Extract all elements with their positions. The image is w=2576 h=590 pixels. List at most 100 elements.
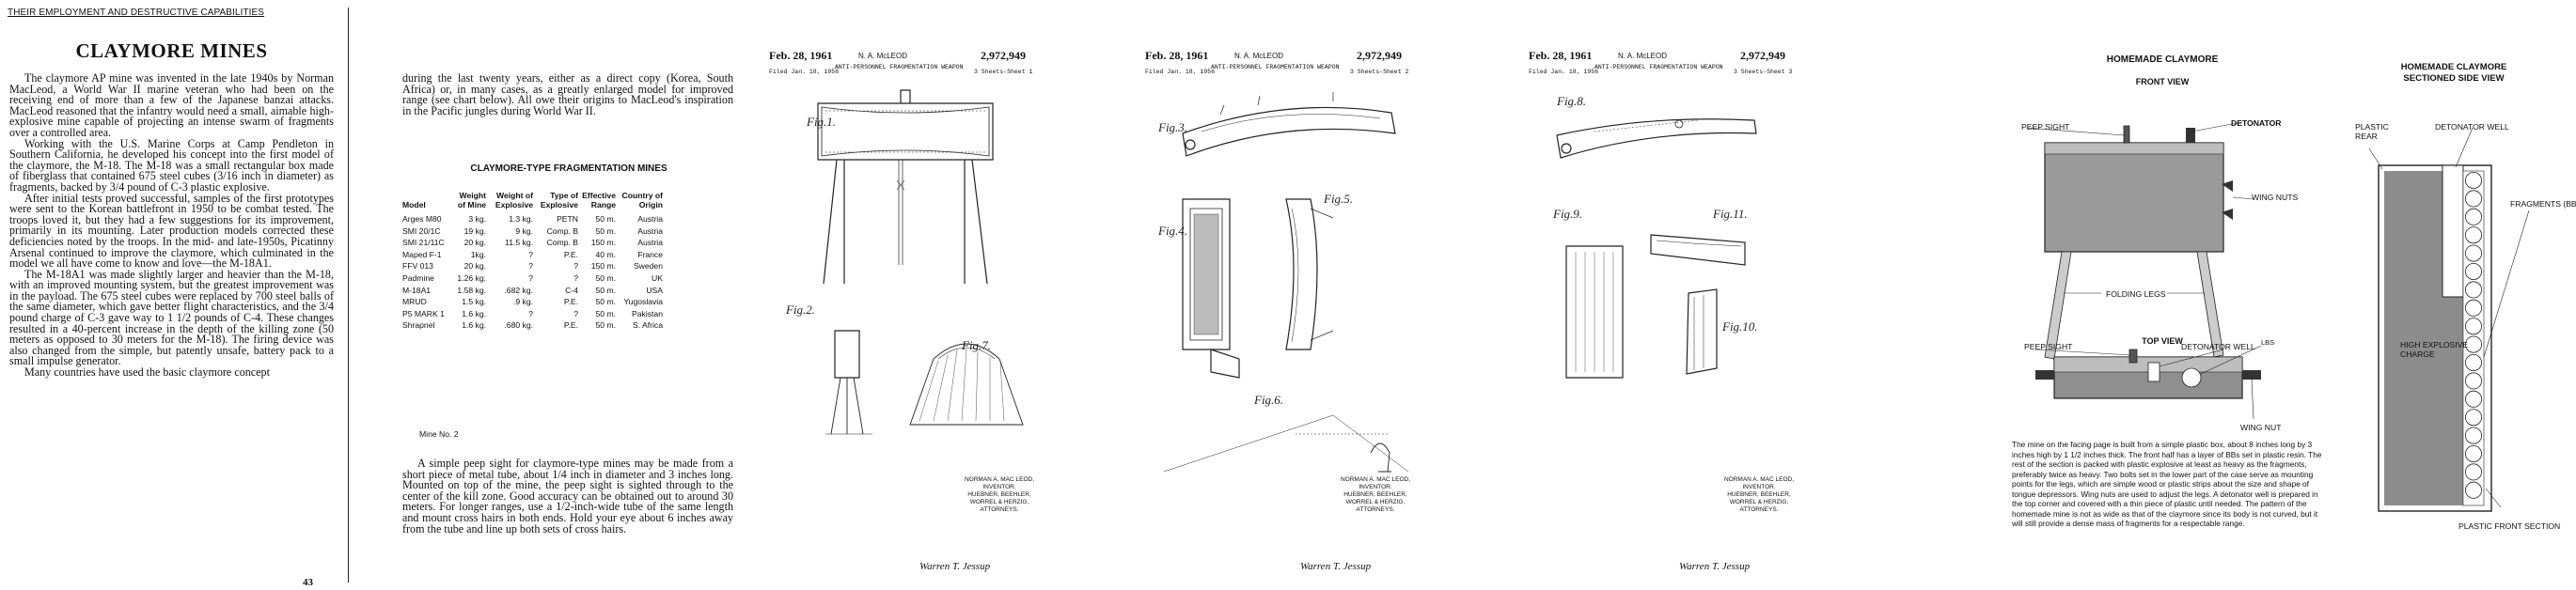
- label-wing-nut: WING NUT: [2240, 423, 2282, 432]
- table-cell: P5 MARK 1: [402, 308, 445, 318]
- table-cell: Shrapnel: [402, 320, 435, 331]
- page-divider: [348, 8, 349, 582]
- table-cell: 50 m.: [595, 320, 617, 331]
- bb-fragment: [2465, 444, 2483, 462]
- table-cell: 1.6 kg.: [462, 308, 486, 318]
- top-view-title: TOP VIEW: [2142, 336, 2183, 346]
- patent-weapon-name: ANTI-PERSONNEL FRAGMENTATION WEAPON: [1211, 64, 1340, 70]
- sectioned-title-2: SECTIONED SIDE VIEW: [2403, 73, 2505, 84]
- patent-figures-3: Fig.8. Fig.9. Fig.11. Fig.10.: [1552, 94, 1758, 379]
- table-cell: M-18A1: [402, 285, 432, 295]
- column-header: Weight of Explosive: [495, 191, 533, 210]
- table-cell: Yugoslavia: [623, 297, 663, 307]
- patent-inventor: N. A. McLEOD: [1234, 52, 1284, 60]
- patent-weapon-name: ANTI-PERSONNEL FRAGMENTATION WEAPON: [835, 64, 964, 70]
- bb-fragment: [2465, 409, 2483, 427]
- fig-label: Fig.3.: [1157, 120, 1187, 134]
- label-plastic-rear: PLASTIC REAR: [2355, 122, 2389, 141]
- table-cell: P.E.: [563, 320, 578, 331]
- patent-weapon-name: ANTI-PERSONNEL FRAGMENTATION WEAPON: [1594, 64, 1723, 70]
- patent-figures-1: Fig.1. Fig.2. Fig.7.: [785, 89, 1024, 435]
- homemade-claymore: HOMEMADE CLAYMORE FRONT VIEW PEEP SIGHT …: [1857, 0, 2576, 590]
- table-cell: 9 kg.: [515, 225, 533, 236]
- table-cell: MRUD: [402, 297, 427, 307]
- patent-filed: Filed Jan. 18, 1956: [1529, 69, 1599, 75]
- signature-line: HUEBNER, BEEHLER,: [1343, 491, 1407, 498]
- signature-line: WORREL & HERZIG,: [969, 499, 1029, 505]
- label-wing-nuts: WING NUTS: [2252, 193, 2299, 202]
- table-cell: 50 m.: [595, 272, 617, 283]
- patent-date: Feb. 28, 1961: [769, 49, 833, 62]
- fragments-column: [2465, 172, 2483, 499]
- table-cell: ?: [528, 308, 533, 318]
- paragraph: Working with the U.S. Marine Corps at Ca…: [9, 136, 334, 194]
- label-line: CHARGE: [2400, 349, 2435, 359]
- page-number: 43: [303, 577, 313, 588]
- table-cell: 40 m.: [595, 249, 617, 259]
- table-cell: 11.5 kg.: [505, 238, 533, 248]
- label-line: REAR: [2355, 132, 2378, 141]
- table-cell: Austria: [637, 238, 663, 248]
- patent-number: 2,972,949: [981, 49, 1026, 62]
- signature-line: ATTORNEYS.: [1356, 506, 1395, 513]
- bb-fragment: [2465, 390, 2483, 408]
- signature-line: NORMAN A. MAC LEOD,: [964, 476, 1035, 483]
- bb-fragment: [2465, 299, 2483, 317]
- patent-signature: Warren T. Jessup: [1679, 561, 1751, 572]
- label-folding-legs: FOLDING LEGS: [2106, 289, 2166, 299]
- running-head: THEIR EMPLOYMENT AND DESTRUCTIVE CAPABIL…: [8, 8, 265, 18]
- bb-fragment: [2465, 353, 2483, 371]
- paragraph: The M-18A1 was made slightly larger and …: [9, 267, 334, 368]
- bb-fragment: [2465, 172, 2483, 190]
- signature-line: INVENTOR.: [982, 484, 1016, 490]
- sectioned-view-svg: [2369, 127, 2530, 512]
- bb-fragment: [2465, 226, 2483, 244]
- bb-fragment: [2465, 427, 2483, 444]
- fig-label: Fig.9.: [1552, 207, 1582, 221]
- paragraph: After initial tests proved successful, s…: [9, 191, 334, 271]
- diagram-title: HOMEMADE CLAYMORE: [2106, 54, 2219, 65]
- table-cell: ?: [528, 272, 533, 283]
- bb-fragment: [2465, 335, 2483, 353]
- bb-fragment: [2465, 318, 2483, 335]
- label-detonator: DETONATOR: [2231, 118, 2282, 128]
- patent-sheet-3: Feb. 28, 1961 N. A. McLEOD 2,972,949 ANT…: [1529, 49, 1801, 584]
- paragraph: The claymore AP mine was invented in the…: [9, 71, 334, 139]
- label-lbs: LBS: [2261, 338, 2275, 347]
- table-cell: PETN: [557, 214, 578, 224]
- patent-date: Feb. 28, 1961: [1145, 49, 1209, 62]
- page-44: during the last twenty years, either as …: [385, 0, 733, 590]
- paragraph: A simple peep sight for claymore-type mi…: [402, 457, 733, 536]
- table-cell: ?: [528, 261, 533, 272]
- column-header: Weight of Mine: [457, 191, 486, 210]
- column-header: Model: [402, 200, 426, 210]
- fig-label: Fig.4.: [1157, 224, 1187, 238]
- table-cell: Comp. B: [546, 238, 578, 248]
- table-cell: 20 kg.: [463, 238, 486, 248]
- table-cell: Comp. B: [546, 225, 578, 236]
- table-cell: Padmine: [402, 272, 434, 283]
- table-cell: .680 kg.: [504, 320, 533, 331]
- table-cell: Maped F-1: [402, 249, 442, 259]
- patent-sheet-number: 3 Sheets-Sheet 1: [974, 69, 1033, 75]
- bb-fragment: [2465, 372, 2483, 390]
- body-text: The claymore AP mine was invented in the…: [9, 71, 334, 379]
- label-detonator-well-top: DETONATOR WELL: [2181, 342, 2255, 351]
- table-cell: 1kg.: [470, 249, 486, 259]
- column-header: Effective Range: [582, 191, 616, 210]
- table-cell: S. Africa: [633, 320, 663, 331]
- patent-number: 2,972,949: [1357, 49, 1402, 62]
- table-cell: 1.5 kg.: [462, 297, 486, 307]
- fig-label: Fig.8.: [1556, 94, 1586, 108]
- mines-table: Model Weight of Mine Weight of Explosive…: [402, 191, 666, 332]
- fig-label: Fig.5.: [1323, 192, 1353, 206]
- table-cell: 19 kg.: [463, 225, 486, 236]
- patent-filed: Filed Jan. 18, 1956: [1145, 69, 1216, 75]
- patent-sheet-1: Feb. 28, 1961 N. A. McLEOD 2,972,949 ANT…: [769, 49, 1042, 584]
- table-cell: C-4: [565, 285, 578, 295]
